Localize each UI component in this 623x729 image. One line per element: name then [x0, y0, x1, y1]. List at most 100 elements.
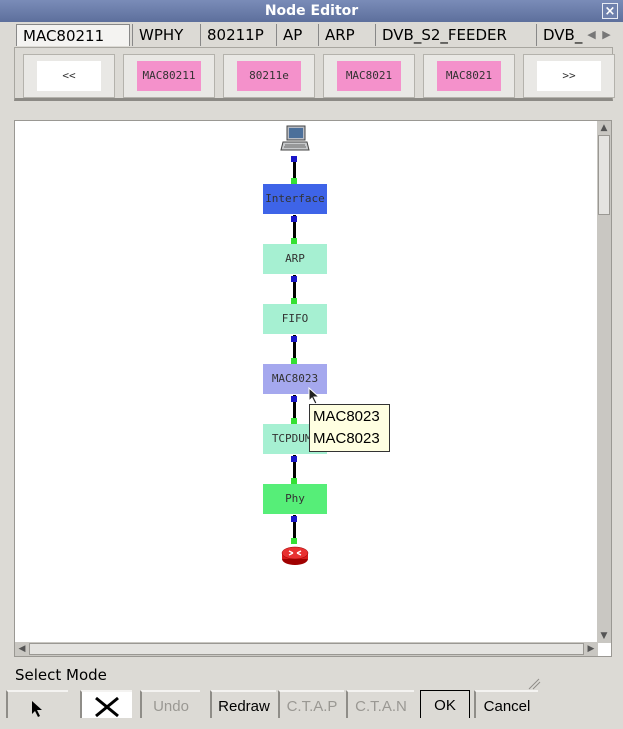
port-down — [291, 396, 297, 402]
redraw-label: Redraw — [218, 698, 270, 715]
ctap-button[interactable]: C.T.A.P — [278, 690, 344, 718]
node-label: Phy — [285, 492, 305, 505]
title-bar: Node Editor × — [0, 0, 623, 22]
stack-node-mac8023[interactable]: MAC8023 — [263, 364, 327, 394]
stack-node-interface[interactable]: Interface — [263, 184, 327, 214]
close-button[interactable]: × — [602, 3, 618, 19]
connector-line — [293, 455, 296, 481]
tab-scroll-arrows: ◀ ▶ — [584, 26, 614, 44]
port-up — [291, 538, 297, 544]
stack-canvas-frame: Interface ARP FIFO MAC8023 TCPDUMP Phy — [14, 120, 612, 657]
bottom-toolbar: Undo Redraw C.T.A.P C.T.A.N OK Cancel — [4, 690, 614, 718]
connector-line — [293, 215, 296, 241]
tab-label: AP — [283, 26, 303, 44]
port-up — [291, 478, 297, 484]
port-up — [291, 238, 297, 244]
tooltip-line-1: MAC8023 — [313, 408, 380, 425]
node-label: Interface — [265, 192, 325, 205]
ctap-label: C.T.A.P — [286, 698, 338, 715]
tab-label: DVB_ — [543, 26, 583, 44]
mouse-cursor-icon — [308, 387, 320, 405]
palette-prev-button[interactable]: << — [23, 54, 115, 98]
horizontal-scrollbar[interactable]: ◀ ▶ — [15, 642, 598, 656]
tab-arp[interactable]: ARP — [318, 24, 374, 46]
vertical-scroll-thumb[interactable] — [598, 135, 610, 215]
cancel-label: Cancel — [483, 698, 531, 715]
scroll-right-icon[interactable]: ▶ — [587, 644, 595, 654]
resize-grip-icon[interactable] — [527, 678, 541, 690]
stack-node-phy[interactable]: Phy — [263, 484, 327, 514]
connector-line — [293, 158, 296, 184]
palette-item-label: 80211e — [237, 61, 301, 91]
redraw-button[interactable]: Redraw — [210, 690, 276, 718]
port-down — [291, 456, 297, 462]
x-icon — [95, 696, 119, 718]
stack-node-fifo[interactable]: FIFO — [263, 304, 327, 334]
port-up — [291, 418, 297, 424]
protocol-palette: << MAC80211 80211e MAC8021 MAC8021 >> — [14, 47, 615, 101]
palette-item-label: MAC8021 — [437, 61, 501, 91]
stack-node-arp[interactable]: ARP — [263, 244, 327, 274]
tab-label: DVB_S2_FEEDER — [382, 26, 507, 44]
palette-next-label: >> — [537, 61, 601, 91]
ctan-button[interactable]: C.T.A.N — [346, 690, 414, 718]
select-mode-button[interactable] — [6, 690, 68, 718]
undo-button[interactable]: Undo — [140, 690, 200, 718]
close-icon: × — [604, 4, 616, 19]
node-tooltip: MAC8023 MAC8023 — [309, 404, 390, 452]
tab-mac80211[interactable]: MAC80211 — [16, 24, 130, 46]
port-up — [291, 178, 297, 184]
palette-item-label: MAC80211 — [137, 61, 201, 91]
connector-line — [293, 335, 296, 361]
palette-item-label: MAC8021 — [337, 61, 401, 91]
tab-label: ARP — [325, 26, 355, 44]
node-label: MAC8023 — [271, 372, 319, 385]
stack-canvas[interactable]: Interface ARP FIFO MAC8023 TCPDUMP Phy — [15, 121, 598, 643]
router-icon[interactable] — [280, 544, 310, 568]
module-tab-strip: MAC80211 WPHY 80211P AP ARP DVB_S2_FEEDE… — [14, 24, 614, 46]
tooltip-line-2: MAC8023 — [313, 430, 380, 447]
scroll-down-icon[interactable]: ▼ — [600, 631, 608, 641]
ok-button[interactable]: OK — [420, 690, 470, 718]
connector-line — [293, 395, 296, 421]
port-up — [291, 298, 297, 304]
port-up — [291, 358, 297, 364]
tab-scroll-left-icon[interactable]: ◀ — [587, 28, 596, 41]
palette-item-mac8021-a[interactable]: MAC8021 — [323, 54, 415, 98]
tab-80211p[interactable]: 80211P — [200, 24, 274, 46]
tab-wphy[interactable]: WPHY — [132, 24, 200, 46]
cancel-button[interactable]: Cancel — [474, 690, 538, 718]
undo-label: Undo — [153, 698, 189, 715]
delete-mode-button[interactable] — [80, 690, 132, 718]
palette-next-button[interactable]: >> — [523, 54, 615, 98]
tab-label: MAC80211 — [23, 27, 105, 45]
scroll-left-icon[interactable]: ◀ — [18, 644, 26, 654]
tab-dvb[interactable]: DVB_ — [536, 24, 606, 46]
port-down — [291, 156, 297, 162]
ok-label: OK — [434, 697, 456, 714]
tab-scroll-right-icon[interactable]: ▶ — [602, 28, 611, 41]
vertical-scrollbar[interactable]: ▲ ▼ — [597, 121, 611, 643]
scroll-up-icon[interactable]: ▲ — [600, 123, 608, 133]
port-down — [291, 336, 297, 342]
palette-prev-label: << — [37, 61, 101, 91]
connector-line — [293, 275, 296, 301]
horizontal-scroll-thumb[interactable] — [29, 643, 584, 655]
window-title: Node Editor — [264, 3, 359, 19]
tab-dvb-s2-feeder[interactable]: DVB_S2_FEEDER — [375, 24, 535, 46]
node-label: ARP — [285, 252, 305, 265]
tab-ap[interactable]: AP — [276, 24, 316, 46]
ctan-label: C.T.A.N — [355, 698, 407, 715]
palette-item-mac8021-b[interactable]: MAC8021 — [423, 54, 515, 98]
pointer-icon — [32, 701, 42, 717]
tab-label: WPHY — [139, 26, 184, 44]
palette-item-mac80211[interactable]: MAC80211 — [123, 54, 215, 98]
node-label: TCPDUMP — [271, 432, 319, 445]
node-label: FIFO — [281, 312, 309, 325]
port-down — [291, 216, 297, 222]
computer-icon[interactable] — [280, 124, 310, 154]
mode-status: Select Mode — [15, 666, 107, 684]
tab-label: 80211P — [207, 26, 264, 44]
palette-item-80211e[interactable]: 80211e — [223, 54, 315, 98]
